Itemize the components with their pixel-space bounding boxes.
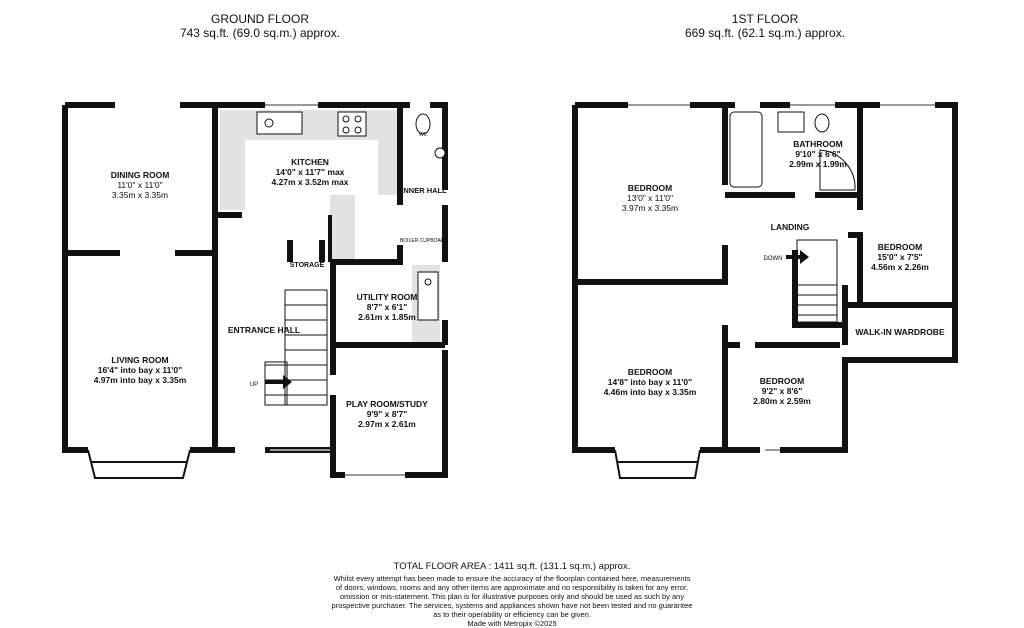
room-wc: WC bbox=[418, 132, 428, 138]
room-entrance-hall: ENTRANCE HALL bbox=[227, 325, 301, 335]
disclaimer: Whilst every attempt has been made to en… bbox=[312, 574, 712, 628]
bed3-bay bbox=[614, 449, 701, 479]
first-floor-title: 1ST FLOOR bbox=[731, 12, 799, 26]
room-landing: LANDING bbox=[770, 222, 810, 232]
total-floor-area: TOTAL FLOOR AREA : 1411 sq.ft. (131.1 sq… bbox=[393, 561, 631, 572]
ground-floor-area: 743 sq.ft. (69.0 sq.m.) approx. bbox=[179, 26, 341, 40]
room-walk-in-wardrobe: WALK-IN WARDROBE bbox=[855, 327, 945, 337]
disclaimer-line: prospective purchaser. The services, sys… bbox=[331, 601, 693, 610]
room-inner-hall: INNER HALL bbox=[401, 186, 447, 195]
first-floor-header: 1ST FLOOR 669 sq.ft. (62.1 sq.m.) approx… bbox=[665, 12, 865, 40]
bathroom-fittings bbox=[729, 111, 856, 191]
stairs-up-label: UP bbox=[249, 382, 259, 388]
living-bay bbox=[87, 449, 191, 479]
windows bbox=[265, 104, 935, 476]
first-floor-area: 669 sq.ft. (62.1 sq.m.) approx. bbox=[684, 26, 846, 40]
ground-arrow-icon bbox=[265, 375, 292, 389]
first-floor-walls bbox=[572, 102, 958, 453]
disclaimer-line: omission or mis-statement. This plan is … bbox=[339, 592, 685, 601]
disclaimer-line: Whilst every attempt has been made to en… bbox=[333, 574, 691, 583]
stairs-ground bbox=[264, 289, 328, 406]
ground-floor-header: GROUND FLOOR 743 sq.ft. (69.0 sq.m.) app… bbox=[160, 12, 360, 40]
stairs-down-label: DOWN bbox=[763, 256, 783, 262]
appliances bbox=[256, 111, 446, 321]
first-arrow-icon bbox=[786, 250, 809, 264]
room-boiler: BOILER CUPBOARD bbox=[399, 238, 449, 244]
stairs-first bbox=[796, 239, 838, 323]
ground-floor-title: GROUND FLOOR bbox=[210, 12, 309, 26]
disclaimer-line: as to their operability or efficiency ca… bbox=[433, 610, 591, 619]
disclaimer-line: of doors, windows, rooms and any other i… bbox=[335, 583, 689, 592]
room-storage: STORAGE bbox=[289, 262, 325, 269]
